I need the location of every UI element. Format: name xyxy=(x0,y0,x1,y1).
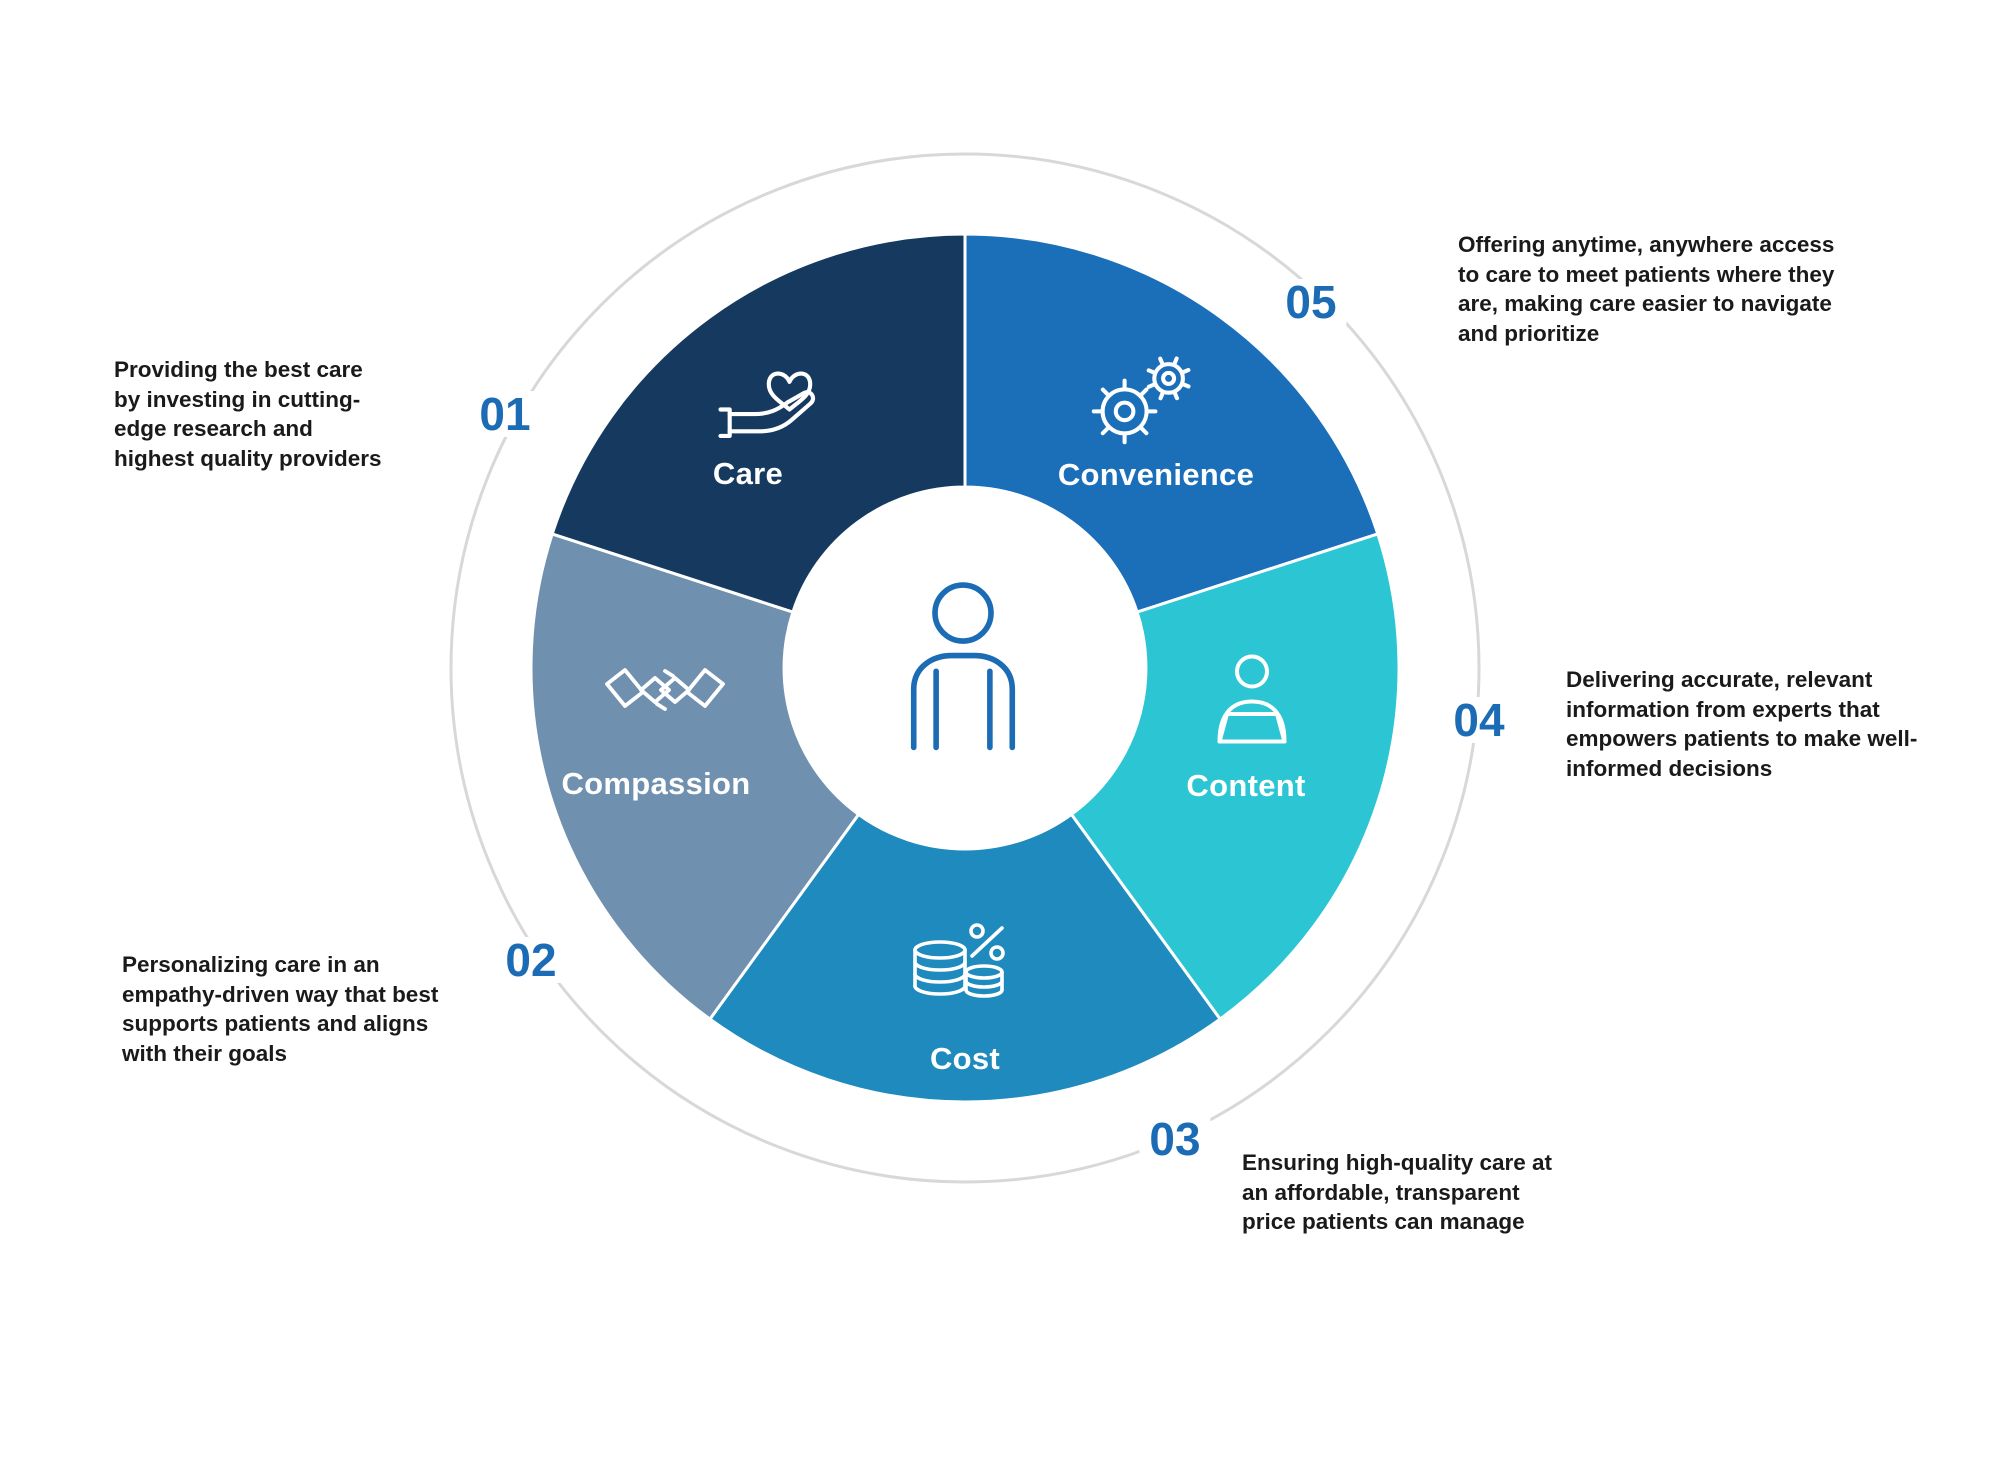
callout-number-04: 04 xyxy=(1443,697,1515,743)
callout-number-01: 01 xyxy=(469,391,541,437)
callout-number-05: 05 xyxy=(1275,279,1347,325)
callout-text-01: Providing the best care by investing in … xyxy=(114,357,382,472)
person-icon xyxy=(910,582,1016,751)
callout-text-03: Ensuring high-quality care at an afforda… xyxy=(1242,1150,1553,1235)
callout-number-03: 03 xyxy=(1139,1116,1211,1162)
handshake-icon xyxy=(605,668,725,711)
segment-care xyxy=(550,232,967,614)
segment-convenience xyxy=(963,232,1380,614)
segment-label-cost: Cost xyxy=(929,1041,1001,1076)
segment-content xyxy=(1069,532,1401,1021)
outer-guide-ring xyxy=(449,152,1481,1184)
person-screen-icon xyxy=(1217,654,1287,744)
segment-label-compassion: Compassion xyxy=(561,766,751,801)
segment-label-convenience: Convenience xyxy=(1057,457,1255,492)
callout-text-02: Personalizing care in an empathy-driven … xyxy=(122,952,439,1067)
gears-icon xyxy=(1091,356,1191,445)
segment-compassion xyxy=(529,532,861,1021)
coins-percent-icon xyxy=(913,923,1005,998)
callout-number-02: 02 xyxy=(495,937,567,983)
callout-text-04: Delivering accurate, relevant informatio… xyxy=(1566,667,1918,782)
segment-label-care: Care xyxy=(712,456,784,491)
segment-label-content: Content xyxy=(1186,768,1306,803)
callout-text-05: Offering anytime, anywhere access to car… xyxy=(1458,232,1835,347)
hand-heart-icon xyxy=(718,371,816,439)
